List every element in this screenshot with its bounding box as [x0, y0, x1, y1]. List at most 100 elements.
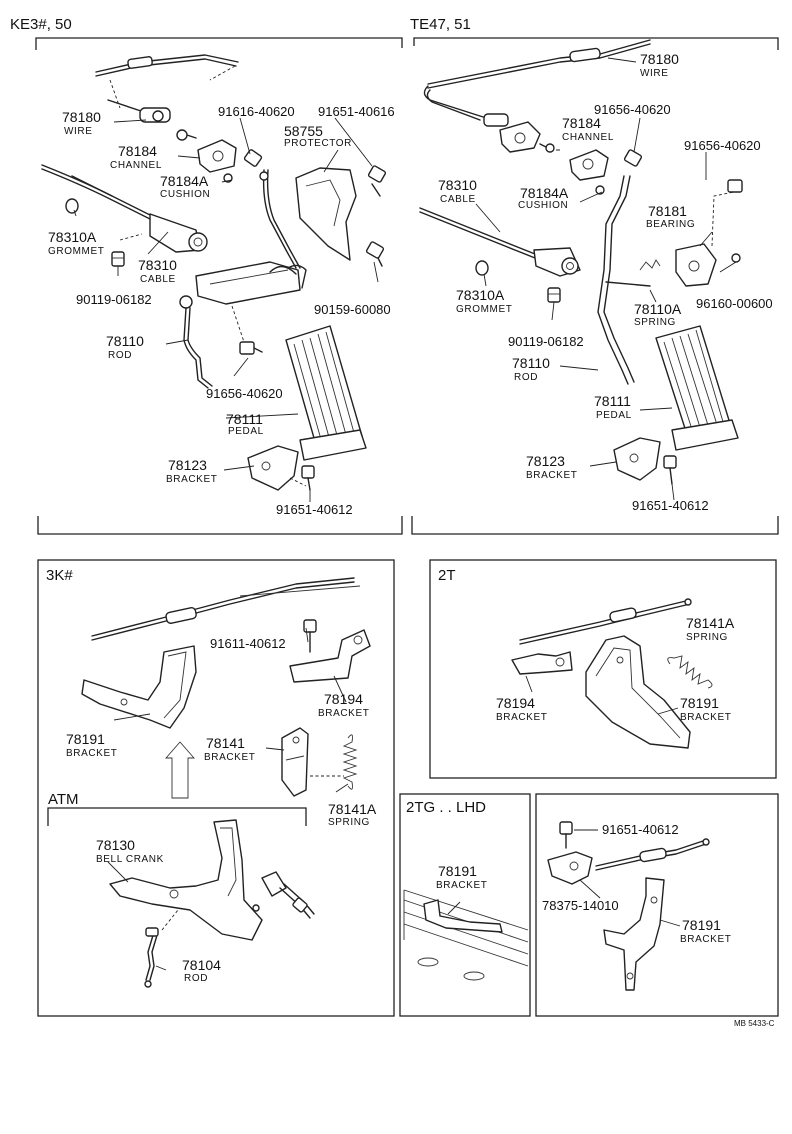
svg-text:SPRING: SPRING: [634, 317, 676, 328]
ke-label-grommet: 78310A GROMMET: [48, 229, 104, 257]
section-k3: 3K#: [37, 559, 395, 1017]
svg-text:78184A: 78184A: [520, 185, 569, 201]
svg-text:BRACKET: BRACKET: [496, 712, 547, 723]
te-label-rod: 78110 ROD: [512, 355, 550, 383]
br-bracket-78191-drawing: [603, 877, 665, 991]
k3-label-78141A: 78141A SPRING: [328, 801, 377, 828]
te-bearing-drawing: [675, 179, 743, 287]
t2-label-78191: 78191 BRACKET: [680, 695, 731, 723]
ke-frame-bottom: [37, 516, 403, 535]
svg-text:91651-40612: 91651-40612: [602, 822, 679, 837]
svg-text:CABLE: CABLE: [140, 274, 176, 285]
te-bracket-drawing: [613, 437, 677, 485]
svg-text:78184A: 78184A: [160, 173, 209, 189]
section-tg: 2TG . . LHD 78191 BRACKET: [399, 793, 531, 1017]
te-label-bearing: 78181 BEARING: [646, 203, 695, 230]
te-label-91656-b: 91656-40620: [684, 138, 761, 153]
te-label-91656-a: 91656-40620: [594, 102, 671, 117]
svg-text:78130: 78130: [96, 837, 135, 853]
ke-label-pedal: 78111 PEDAL: [226, 411, 264, 437]
te-label-spring: 78110A SPRING: [634, 301, 682, 328]
svg-text:78310: 78310: [438, 177, 477, 193]
br-bolt-drawing: [559, 821, 573, 849]
k3-frame: [37, 559, 395, 1017]
svg-text:BRACKET: BRACKET: [66, 748, 117, 759]
br-label-91651: 91651-40612: [602, 822, 679, 837]
svg-text:78184: 78184: [562, 115, 601, 131]
ke-label-91651-40612: 91651-40612: [276, 502, 353, 517]
section-ke: KE3#, 50: [10, 16, 403, 535]
te-label-pedal: 78111 PEDAL: [594, 393, 631, 421]
svg-text:BEARING: BEARING: [646, 219, 695, 230]
ke-wire-drawing: [95, 54, 239, 123]
svg-text:BRACKET: BRACKET: [318, 708, 369, 719]
t2-label-78141A: 78141A SPRING: [686, 615, 735, 643]
section-br: 91651-40612 78375-14010 78191 BRACKET: [535, 793, 779, 1017]
ke-channel-drawing: [176, 129, 237, 183]
atm-bellcrank-drawing: [109, 819, 263, 941]
section-atm-title: ATM: [48, 791, 79, 808]
section-t2-title: 2T: [438, 567, 456, 584]
section-t2: 2T 78141A SPRING 78194 BRACKET: [429, 559, 777, 779]
svg-text:91656-40620: 91656-40620: [684, 138, 761, 153]
ke-bracket-drawing: [247, 445, 315, 491]
svg-text:WIRE: WIRE: [640, 68, 669, 79]
svg-text:SPRING: SPRING: [328, 817, 370, 828]
k3-cable-drawing: [91, 577, 361, 641]
svg-text:CUSHION: CUSHION: [160, 189, 210, 200]
te-rod-drawing: [597, 175, 661, 385]
svg-text:78310A: 78310A: [456, 287, 505, 303]
svg-text:58755: 58755: [284, 123, 323, 139]
svg-text:78191: 78191: [438, 863, 477, 879]
ke-bolt-rod-drawing: [243, 149, 301, 269]
ke-label-rod: 78110 ROD: [106, 333, 144, 361]
k3-bracket-78194-drawing: [289, 629, 371, 683]
svg-text:PEDAL: PEDAL: [228, 426, 264, 437]
te-channel-drawing: [499, 121, 643, 195]
br-bracket-78375-drawing: [547, 851, 593, 885]
svg-text:91651-40612: 91651-40612: [632, 498, 709, 513]
svg-text:78310A: 78310A: [48, 229, 97, 245]
svg-text:78181: 78181: [648, 203, 687, 219]
k3-label-91611: 91611-40612: [210, 636, 286, 651]
svg-text:91651-40616: 91651-40616: [318, 104, 395, 119]
t2-bracket-78194-drawing: [511, 651, 573, 675]
svg-text:78123: 78123: [526, 453, 565, 469]
k3-arrow-drawing: [165, 741, 195, 799]
te-label-channel: 78184 CHANNEL: [562, 115, 613, 143]
svg-text:78110: 78110: [106, 333, 144, 349]
t2-frame: [429, 559, 777, 779]
tg-frame: [399, 793, 531, 1017]
svg-text:ROD: ROD: [514, 372, 538, 383]
te-frame-bottom: [411, 516, 779, 535]
ke-frame-top: [35, 37, 403, 50]
svg-text:BRACKET: BRACKET: [436, 880, 487, 891]
svg-text:ROD: ROD: [184, 973, 208, 984]
svg-text:78110A: 78110A: [634, 301, 682, 317]
te-label-91651-40612: 91651-40612: [632, 498, 709, 513]
section-ke-title: KE3#, 50: [10, 16, 72, 33]
k3-bracket-78191-drawing: [81, 645, 197, 729]
svg-text:CUSHION: CUSHION: [518, 200, 568, 211]
ke-protector-drawing: [295, 167, 357, 261]
ke-label-bracket: 78123 BRACKET: [166, 457, 217, 485]
svg-text:BRACKET: BRACKET: [204, 752, 255, 763]
te-label-bracket: 78123 BRACKET: [526, 453, 577, 481]
t2-spring-drawing: [667, 655, 713, 689]
ke-label-90159: 90159-60080: [314, 302, 391, 317]
svg-text:ROD: ROD: [108, 350, 132, 361]
t2-bracket-78191-drawing: [585, 635, 691, 749]
te-label-96160: 96160-00600: [696, 296, 773, 311]
te-label-cushion: 78184A CUSHION: [518, 185, 569, 211]
svg-text:SPRING: SPRING: [686, 632, 728, 643]
te-pedal-drawing: [655, 325, 739, 451]
svg-text:78191: 78191: [682, 917, 721, 933]
ke-label-channel: 78184 CHANNEL: [110, 143, 161, 171]
svg-text:BRACKET: BRACKET: [526, 470, 577, 481]
svg-text:78184: 78184: [118, 143, 157, 159]
svg-text:78110: 78110: [512, 355, 550, 371]
svg-text:78194: 78194: [324, 691, 363, 707]
te-label-grommet: 78310A GROMMET: [456, 287, 512, 315]
svg-text:GROMMET: GROMMET: [48, 246, 104, 257]
section-te-title: TE47, 51: [410, 16, 471, 33]
